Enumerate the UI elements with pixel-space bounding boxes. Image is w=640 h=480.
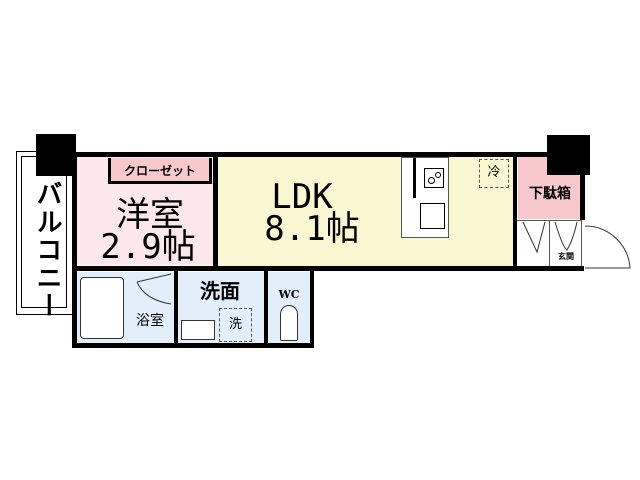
ldk-name: LDK [271, 177, 333, 217]
vanity-icon [181, 320, 215, 340]
closet-label: クローゼット [123, 164, 196, 178]
ldk [218, 155, 514, 267]
refrigerator-space [479, 159, 509, 188]
toilet-label: WC [278, 288, 300, 301]
ldk-size: 8.1帖 [264, 209, 360, 249]
column-right [547, 135, 590, 175]
bathtub-icon [80, 277, 124, 339]
western-room-size: 2.9帖 [100, 227, 196, 267]
refrigerator-label: 冷 [487, 165, 501, 180]
washroom-label: 洗面 [200, 279, 240, 303]
closet [108, 158, 212, 184]
door-swing-icon [522, 221, 631, 269]
bath-door-swing-icon [136, 273, 172, 305]
washer-space [219, 308, 252, 342]
toilet-bowl-icon [280, 305, 298, 341]
balcony-label: バルコニー [32, 180, 62, 320]
sink-icon [420, 203, 445, 229]
column-left [36, 134, 76, 176]
stove-icon [424, 168, 444, 188]
washer-label: 洗 [228, 317, 242, 332]
bathroom-label: 浴室 [136, 313, 164, 329]
western-room-name: 洋室 [116, 195, 184, 235]
entrance-label: 玄関 [558, 252, 574, 261]
shoe-box-label: 下駄箱 [529, 186, 571, 202]
